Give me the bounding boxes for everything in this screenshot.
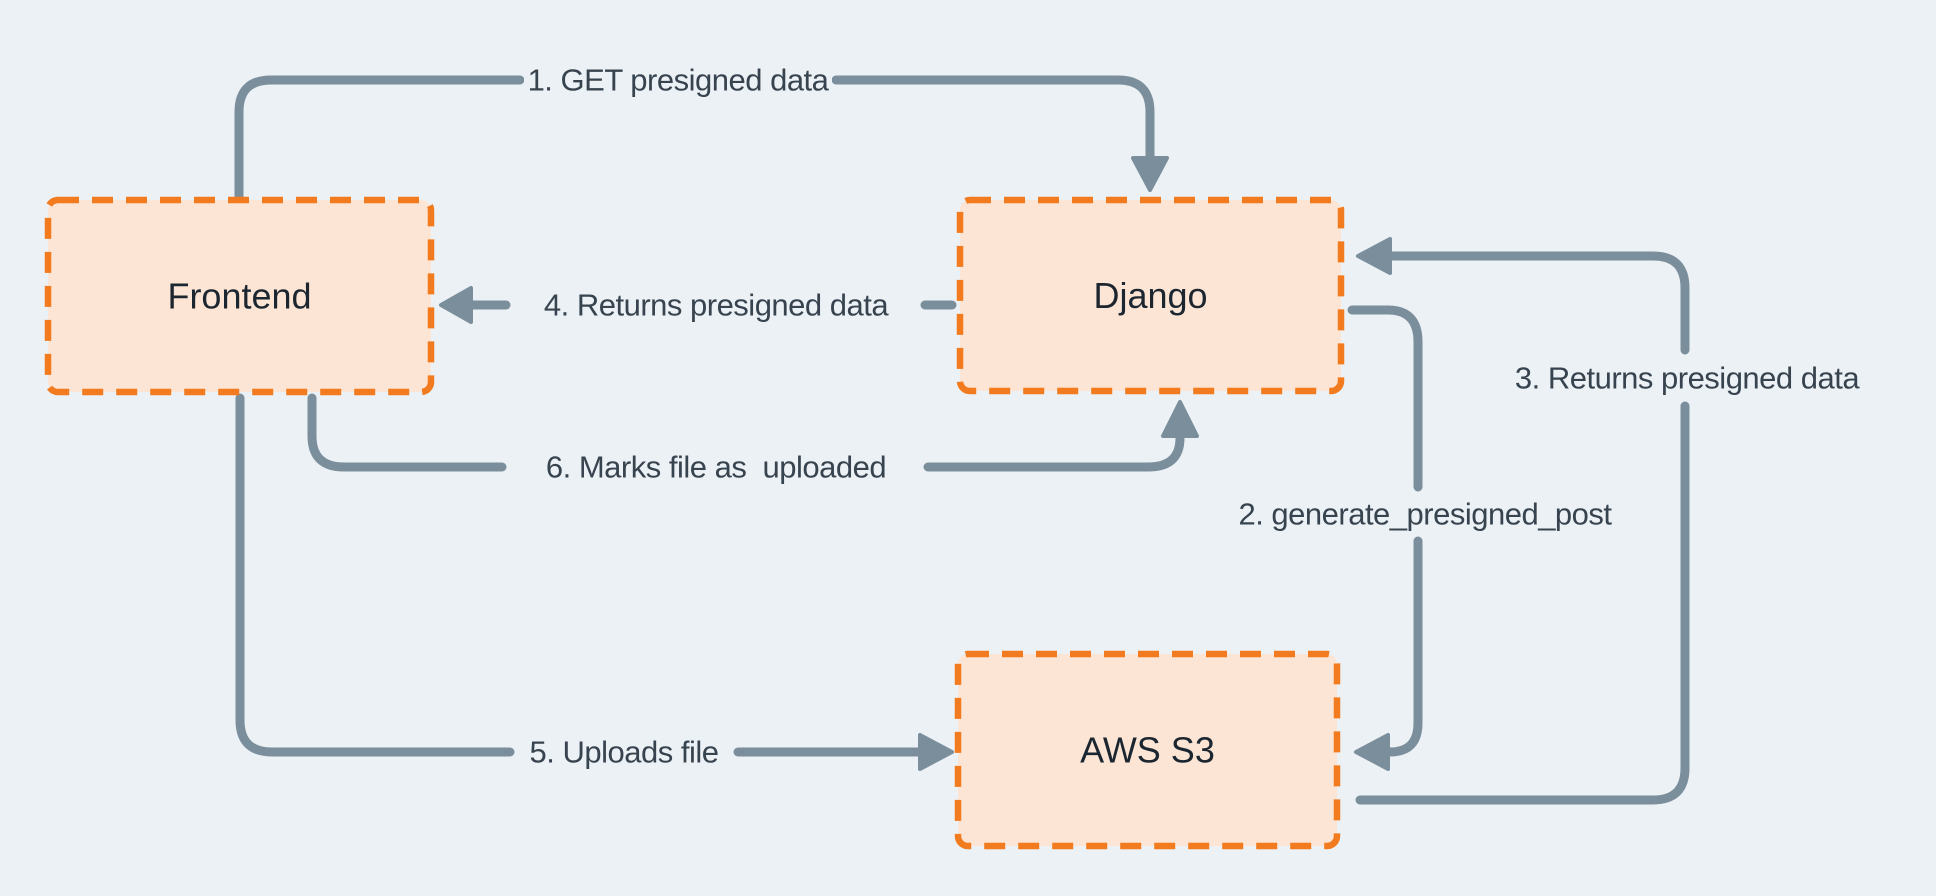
aws-s3-box — [954, 650, 1341, 850]
edge-6-label-bg — [508, 446, 922, 488]
edge-4-arrowhead-left-icon — [439, 286, 473, 324]
edge-1-label-bg — [524, 59, 832, 101]
edge-5-label-bg — [516, 731, 732, 773]
edge-6-arrowhead-up-icon — [1161, 400, 1199, 438]
edge-1-line-left — [234, 75, 525, 203]
node-django: Django — [956, 196, 1345, 395]
edge-2-label-bg — [1208, 493, 1644, 535]
frontend-box — [44, 196, 435, 396]
edge-3-line-top — [1387, 251, 1690, 355]
edge-2-line-bottom — [1385, 536, 1423, 757]
aws-s3-label: AWS S3 — [1080, 730, 1215, 771]
edge-2-label: 2. generate_presigned_post — [1238, 497, 1612, 532]
edge-2-arrowhead-left-icon — [1354, 733, 1390, 771]
edge-2-line-top — [1347, 305, 1423, 492]
node-frontend: Frontend — [44, 196, 435, 396]
edge-1-line-right — [831, 75, 1155, 161]
edge-3-arrowhead-left-icon — [1356, 237, 1392, 275]
django-box — [956, 196, 1345, 395]
edge-6-line-left — [307, 393, 507, 472]
edge-5-line-left — [235, 393, 515, 757]
edge-3-label-bg — [1484, 357, 1890, 399]
edge-5-arrowhead-right-icon — [918, 733, 954, 771]
frontend-label: Frontend — [167, 276, 311, 317]
edge-4-label: 4. Returns presigned data — [544, 288, 889, 323]
edge-4-label-bg — [512, 284, 920, 326]
edge-1-arrowhead-down-icon — [1131, 156, 1169, 192]
django-label: Django — [1093, 275, 1207, 316]
edge-6-line-right — [923, 433, 1185, 472]
edge-6-label: 6. Marks file as uploaded — [546, 450, 886, 485]
edge-3-line-bottom — [1355, 401, 1690, 805]
node-aws-s3: AWS S3 — [954, 650, 1341, 850]
edge-3-label: 3. Returns presigned data — [1515, 361, 1860, 396]
edge-1-label: 1. GET presigned data — [528, 63, 830, 98]
edge-5-label: 5. Uploads file — [530, 735, 719, 770]
